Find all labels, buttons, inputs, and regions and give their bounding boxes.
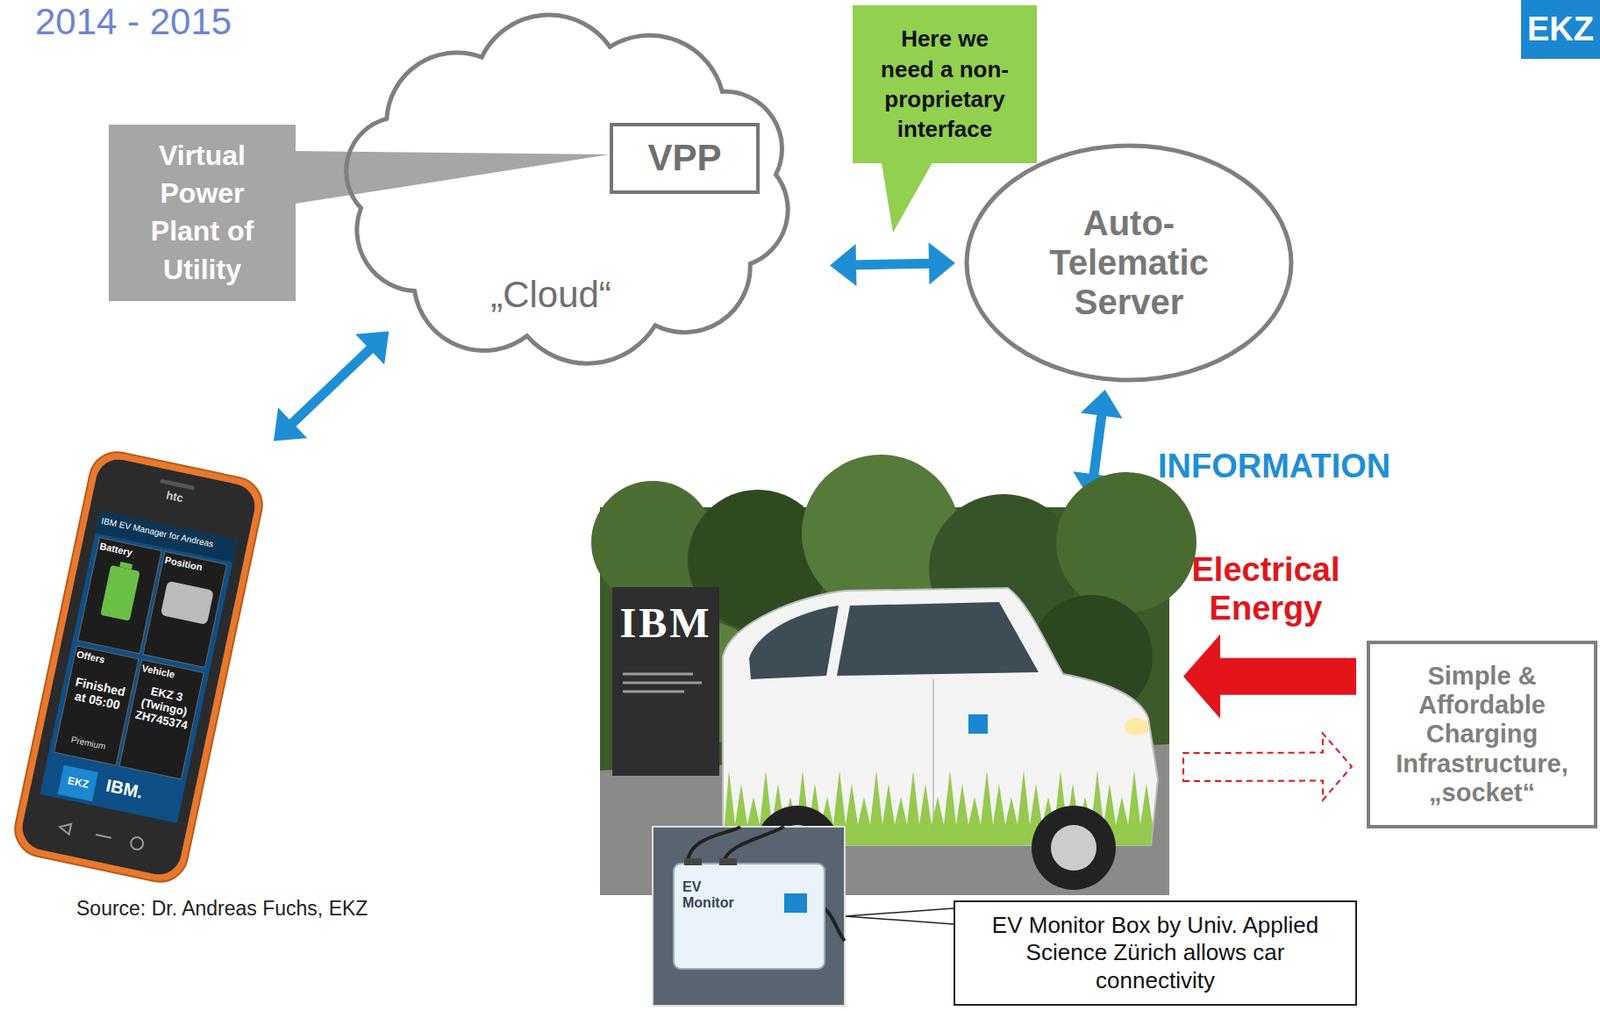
device-logo xyxy=(784,892,808,913)
edge-label: Electrical Energy xyxy=(1178,550,1354,628)
process-box: Simple & Affordable Charging Infrastruct… xyxy=(1366,640,1598,829)
phone-picture: htcIBM EV Manager for AndreasBatteryPosi… xyxy=(9,446,267,886)
arrow-head xyxy=(273,407,308,441)
edge-label: INFORMATION xyxy=(1157,447,1439,486)
process-box: VPP xyxy=(609,122,760,194)
arrow-head xyxy=(928,242,956,285)
text-stack: EV Monitor Box by Univ. Applied Science … xyxy=(955,901,1356,1004)
block-arrow xyxy=(1183,634,1357,719)
arrow-shaft xyxy=(288,345,374,427)
car-thumbnail xyxy=(160,580,215,625)
source-note: Source: Dr. Andreas Fuchs, EKZ xyxy=(76,896,410,922)
label-holder: EKZ xyxy=(1521,0,1600,59)
text-stack: Simple & Affordable Charging Infrastruct… xyxy=(1370,643,1594,825)
inset-drawing xyxy=(652,826,845,1006)
nav-icons xyxy=(58,820,145,850)
sign-text: IBM xyxy=(615,600,716,647)
arrow-shaft xyxy=(1092,410,1102,480)
phone-drawing xyxy=(9,446,267,886)
logo-square xyxy=(57,764,99,802)
callout-text: Here we need a non- proprietary interfac… xyxy=(874,23,1015,144)
callout-pointer xyxy=(880,157,936,233)
car-window xyxy=(836,601,1039,676)
callout-pointer xyxy=(289,150,610,205)
text-stack: VPP xyxy=(613,126,757,191)
callout-box: Here we need a non- proprietary interfac… xyxy=(852,5,1037,164)
edge-label-holder: INFORMATION xyxy=(1157,447,1439,486)
device-photo: EV Monitor xyxy=(652,826,845,1006)
arrow-shaft xyxy=(850,263,935,265)
callout-box: Virtual Power Plant of Utility xyxy=(108,124,296,301)
foliage-blob xyxy=(1056,471,1197,613)
label-holder: Source: Dr. Andreas Fuchs, EKZ xyxy=(76,896,410,922)
cloud-outline xyxy=(346,14,789,364)
dashed-arrow xyxy=(1183,733,1352,800)
double-arrow xyxy=(829,242,956,286)
logo-text: EKZ xyxy=(1527,11,1594,49)
screen-tile xyxy=(119,659,204,779)
cloud-shape: „Cloud“ VPP xyxy=(321,5,816,378)
device-connector xyxy=(684,857,702,865)
car-body xyxy=(722,587,1158,845)
device-connector xyxy=(719,857,737,865)
callout-text: Virtual Power Plant of Utility xyxy=(136,136,269,289)
box-label: VPP xyxy=(647,137,722,179)
door-logo xyxy=(968,714,988,734)
wheel xyxy=(1031,805,1116,890)
box-label: Simple & Affordable Charging Infrastruct… xyxy=(1383,661,1581,808)
callout-text: EV Monitor Box by Univ. Applied Science … xyxy=(966,911,1344,994)
title-holder: 2014 - 2015 xyxy=(35,1,232,43)
phone-case xyxy=(9,446,267,886)
text-stack: Here we need a non- proprietary interfac… xyxy=(852,5,1037,164)
server-ellipse: Auto- Telematic Server xyxy=(964,142,1294,383)
photo-ground xyxy=(652,826,845,1006)
screen-tile xyxy=(142,550,227,667)
battery-cap xyxy=(119,561,133,570)
arrow-head xyxy=(829,243,857,286)
leader-line xyxy=(844,907,954,924)
phone-screen xyxy=(39,510,237,823)
text-holder: IBM xyxy=(615,600,716,647)
text-holder: „Cloud“ xyxy=(476,273,626,316)
device-label: EV Monitor xyxy=(682,878,746,910)
door-line xyxy=(932,678,935,832)
double-arrow xyxy=(273,331,389,442)
device-case xyxy=(673,863,825,969)
headlight xyxy=(1124,717,1150,736)
slide-title: 2014 - 2015 xyxy=(35,1,232,43)
sign-small-print xyxy=(622,673,702,692)
text-stack: Auto- Telematic Server xyxy=(964,142,1294,383)
phone-body xyxy=(18,455,259,879)
leader-wedge xyxy=(844,907,954,924)
server-label: Auto- Telematic Server xyxy=(1028,203,1230,322)
car-window xyxy=(749,605,839,679)
text-stack: Virtual Power Plant of Utility xyxy=(108,124,296,301)
callout-box: EV Monitor Box by Univ. Applied Science … xyxy=(953,900,1358,1006)
arrow-head xyxy=(355,331,389,365)
phone-speaker xyxy=(159,478,195,491)
text-holder: EV Monitor xyxy=(682,878,746,910)
block-arrow-outline xyxy=(1183,733,1352,800)
ellipse-outline xyxy=(966,145,1292,380)
wheel-hub xyxy=(1050,824,1097,871)
battery-icon xyxy=(100,564,140,622)
sign-slab xyxy=(612,586,720,776)
arrow-head xyxy=(1080,389,1123,419)
cloud-label: „Cloud“ xyxy=(476,273,626,316)
edge-label-holder: Electrical Energy xyxy=(1178,550,1354,628)
energy-arrow xyxy=(1183,634,1357,719)
